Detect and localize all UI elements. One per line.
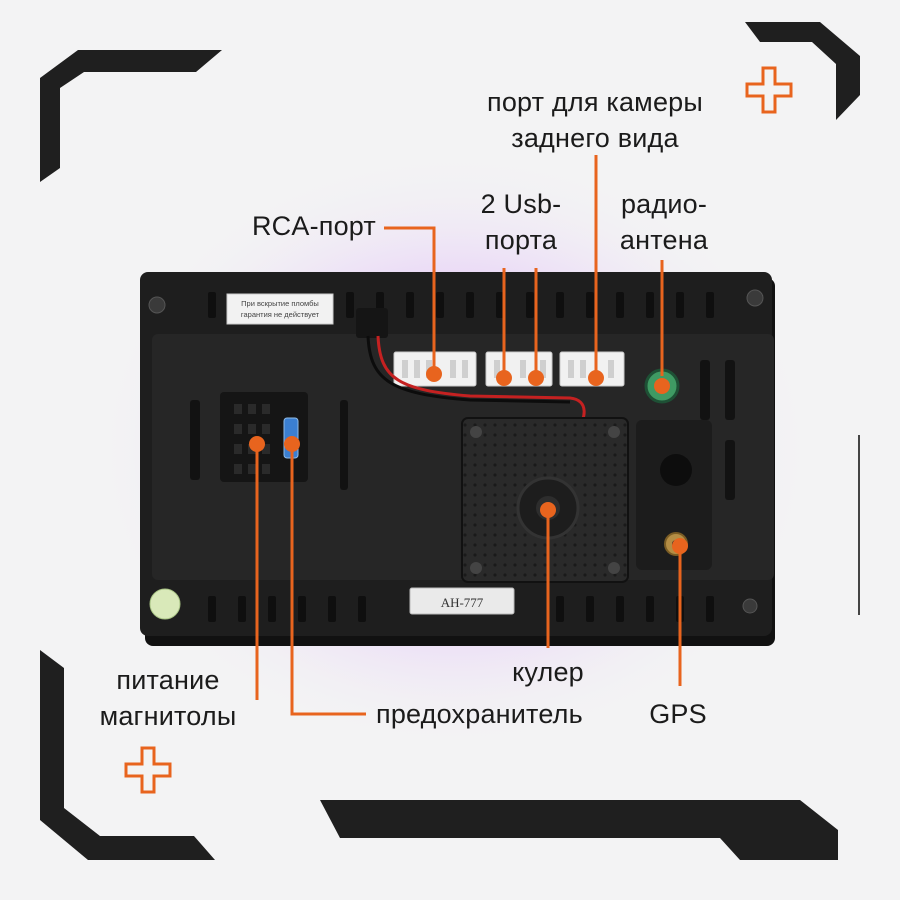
model-plate-text: AH-777 [441, 595, 484, 610]
screw-icon [148, 289, 764, 614]
leader-dots [249, 366, 688, 554]
fan-wire-red [376, 335, 586, 429]
gps-block [636, 420, 712, 570]
frame-bottom-right [320, 800, 838, 860]
warranty-sticker [226, 293, 334, 325]
corner-frame [40, 22, 860, 860]
head-unit: При вскрытие пломбы гарантия не действуе… [140, 272, 775, 646]
label-rca-port: RCA-порт [251, 211, 376, 241]
plus-icon [124, 746, 172, 794]
qc-sticker [149, 588, 181, 620]
model-plate [409, 587, 515, 615]
leader-rca [384, 226, 436, 372]
label-gps: GPS [649, 699, 707, 729]
label-power: питание магнитолы [99, 665, 237, 731]
frame-top-left [40, 50, 222, 182]
gps-hole [660, 454, 692, 486]
fan-wire-black [366, 335, 571, 404]
frame-top-right [745, 22, 860, 120]
frame-thin-right [858, 435, 860, 615]
frame-bottom-left [40, 650, 215, 860]
label-usb-ports: 2 Usb- порта [480, 189, 562, 255]
leader-fuse [290, 444, 366, 716]
leader-lines [255, 155, 682, 716]
label-fuse: предохранитель [376, 699, 583, 729]
label-cooler: кулер [512, 657, 584, 687]
fan-plug [356, 308, 388, 338]
label-rear-camera-port: порт для камеры заднего вида [487, 87, 703, 153]
warranty-sticker-line2: гарантия не действует [241, 310, 320, 319]
power-connector [220, 392, 308, 482]
plus-icon [745, 66, 793, 114]
warranty-sticker-line1: При вскрытие пломбы [241, 299, 319, 308]
label-radio-antenna: радио- антена [619, 189, 709, 255]
side-vents [190, 360, 735, 500]
